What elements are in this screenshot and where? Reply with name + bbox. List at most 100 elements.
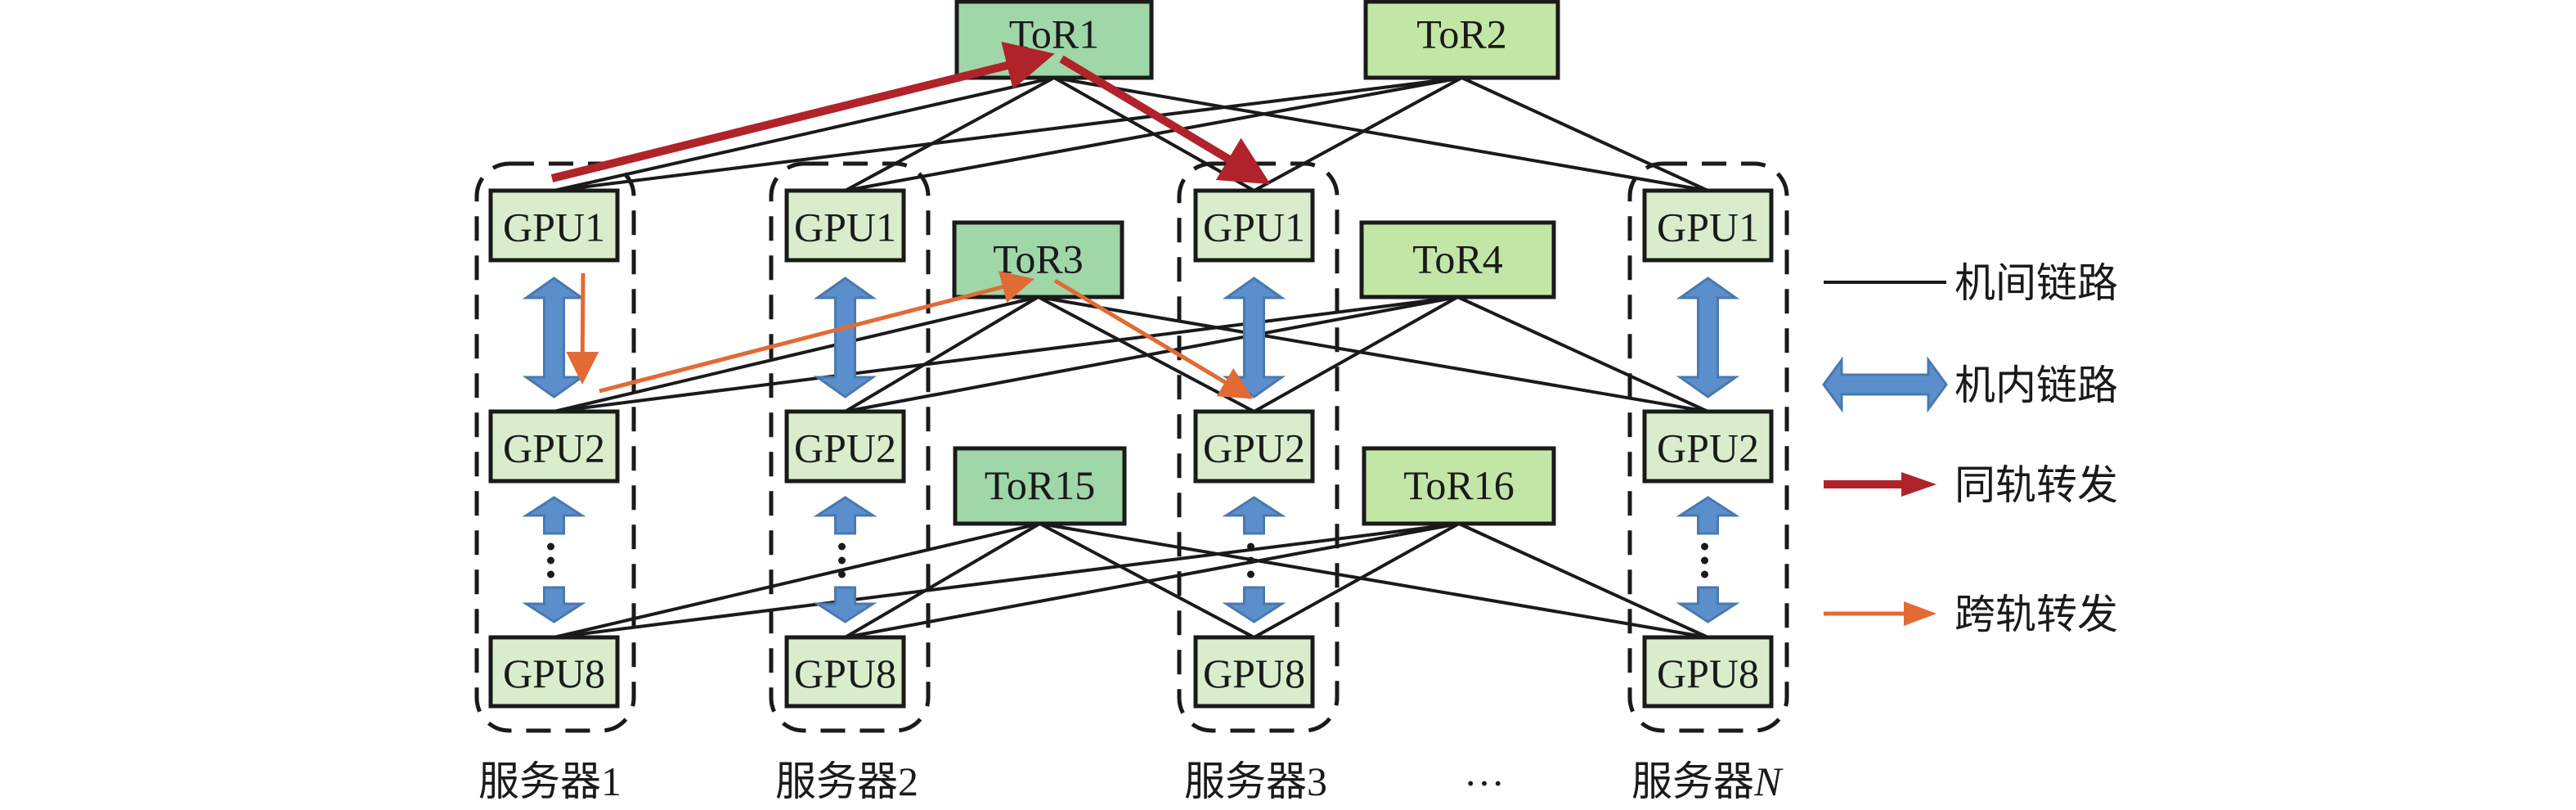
gpu-label: GPU8 (1657, 650, 1759, 696)
forwarding-paths (550, 41, 1271, 399)
servers-ellipsis: … (1464, 749, 1505, 794)
inter-server-link-tor1-sN (1053, 76, 1708, 192)
vertical-ellipsis-dot (838, 570, 846, 578)
server-label: 服务器1 (478, 758, 622, 804)
tor-label: ToR4 (1412, 236, 1502, 282)
gpu-node-gpu1: GPU1 (1642, 188, 1774, 263)
cross-rail-path-intra (566, 272, 599, 385)
inter-server-link-tor2-sN (1461, 76, 1709, 192)
tor-switch-tor15: ToR15 (953, 446, 1127, 526)
intra-link-up-arrow-icon (522, 496, 586, 535)
server-frame (1627, 161, 1789, 733)
gpu-node-gpu8: GPU8 (1642, 635, 1774, 709)
gpu-label: GPU2 (503, 425, 605, 471)
inter-server-links (554, 76, 1709, 639)
same-rail-path-up (550, 41, 1055, 182)
gpu-node-gpu2: GPU2 (488, 409, 620, 484)
inter-server-link-tor4-s3 (1253, 295, 1459, 413)
inter-server-link-tor15-s2 (844, 522, 1041, 639)
intra-link-down-arrow-icon (522, 586, 586, 623)
tor-switch-tor16: ToR16 (1362, 446, 1556, 526)
gpu-label: GPU1 (794, 205, 896, 250)
inter-server-link-tor16-sN (1458, 522, 1709, 639)
gpu-node-gpu2: GPU2 (1193, 409, 1315, 484)
tor-box (1362, 446, 1556, 526)
gpu-node-gpu2: GPU2 (1642, 409, 1774, 484)
vertical-ellipsis-dot (1701, 542, 1708, 551)
inter-server-link-tor16-s3 (1253, 522, 1460, 639)
legend-item-double-arrow: 机内链路 (1822, 356, 2118, 413)
gpu-box (488, 635, 620, 709)
inter-server-link-tor15-sN (1039, 522, 1708, 639)
cross-rail-legend-arrowhead-icon (1904, 601, 1936, 626)
intra-link-up-arrow-icon (1222, 496, 1286, 535)
intra-link-up-arrow-icon (813, 496, 877, 535)
intra-link-down-arrow-icon (1222, 586, 1286, 623)
legend-label: 跨轨转发 (1954, 592, 2118, 637)
vertical-ellipsis-dot (1247, 570, 1254, 578)
vertical-ellipsis-dot (838, 556, 846, 565)
tor-switch-tor3: ToR3 (952, 220, 1124, 299)
gpu-node-gpu8: GPU8 (1193, 635, 1315, 709)
server-frame (474, 161, 636, 733)
gpu-label: GPU1 (503, 205, 605, 250)
gpu-label: GPU1 (1657, 205, 1759, 250)
same-rail-path-down (1059, 55, 1271, 185)
vertical-ellipsis-dot (1247, 556, 1254, 565)
server-label: 服务器N (1631, 758, 1784, 804)
tor-switch-tor2: ToR2 (1363, 0, 1560, 80)
gpu-box (1193, 635, 1315, 709)
gpu-box (488, 188, 620, 263)
vertical-ellipsis-dot (547, 570, 554, 578)
tor-switch-tor1: ToR1 (954, 0, 1154, 80)
server-frame (769, 161, 931, 733)
legend-item-line: 机间链路 (1824, 260, 2118, 306)
intra-server-link-icon (1222, 277, 1286, 398)
gpu-box (1642, 635, 1774, 709)
tor-label: ToR1 (1009, 11, 1099, 57)
inter-server-link-tor16-s1 (554, 522, 1460, 639)
gpu-label: GPU2 (794, 425, 896, 471)
gpu-box (1642, 188, 1774, 263)
intra-link-legend-icon (1822, 356, 1948, 413)
gpu-node-gpu8: GPU8 (488, 635, 620, 709)
same-rail-legend-arrowhead-icon (1901, 472, 1936, 497)
gpu-label: GPU2 (1657, 425, 1759, 471)
gpu-box (1193, 188, 1315, 263)
server-label-index: N (1753, 758, 1784, 804)
vertical-ellipsis-dot (1247, 542, 1254, 551)
tor-label: ToR3 (993, 236, 1083, 282)
gpu-node-gpu1: GPU1 (1193, 188, 1315, 263)
intra-server-link-icon (1676, 277, 1740, 398)
tor-box (1359, 220, 1556, 299)
gpu-label: GPU2 (1203, 425, 1305, 471)
gpu-label: GPU8 (1203, 650, 1305, 696)
intra-server-link-icon (813, 277, 877, 398)
vertical-ellipsis-dot (1701, 570, 1708, 578)
cross-rail-path-up (599, 271, 1034, 394)
intra-link-down-arrow-icon (1676, 586, 1740, 623)
server-label-prefix: 服务器 (1631, 758, 1754, 804)
intra-link-down-arrow-icon (813, 586, 877, 623)
gpu-box (1193, 409, 1315, 484)
gpu-node-gpu2: GPU2 (784, 409, 906, 484)
legend-item-red-arrow: 同轨转发 (1824, 462, 2118, 508)
server-label: 服务器3 (1184, 758, 1327, 804)
gpu-label: GPU1 (1203, 205, 1305, 250)
gpu-box (784, 188, 906, 263)
inter-server-link-tor1-s1 (554, 76, 1055, 192)
gpu-label: GPU8 (794, 650, 896, 696)
legend-item-orange-arrow: 跨轨转发 (1824, 592, 2118, 637)
gpu-box (488, 409, 620, 484)
inter-server-link-tor4-s1 (554, 295, 1458, 413)
tor-label: ToR15 (985, 462, 1095, 508)
inter-server-link-tor3-sN (1038, 295, 1708, 413)
servers: GPU1GPU2GPU8GPU1GPU2GPU8GPU1GPU2GPU8GPU1… (474, 161, 1789, 733)
gpu-node-gpu1: GPU1 (784, 188, 906, 263)
